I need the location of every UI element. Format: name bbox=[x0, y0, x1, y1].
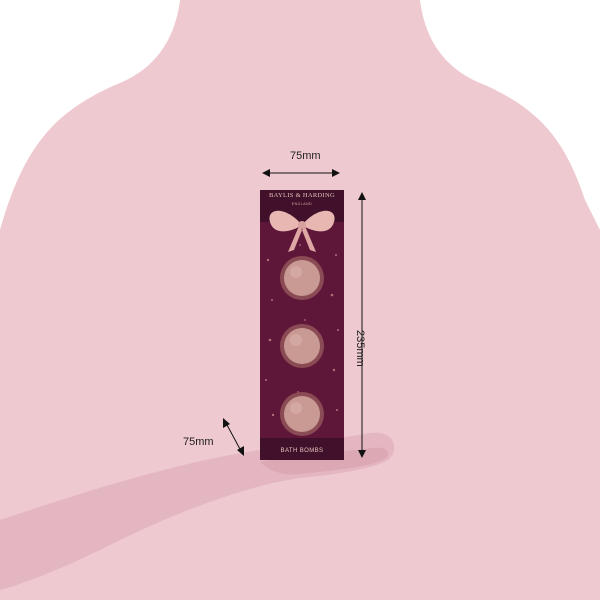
bath-bomb-2 bbox=[280, 324, 324, 368]
bath-bomb-1 bbox=[280, 256, 324, 300]
bath-bomb-3 bbox=[280, 392, 324, 436]
width-dimension-arrow bbox=[262, 169, 340, 177]
ribbon-bow bbox=[269, 210, 335, 252]
width-label: 75mm bbox=[290, 150, 321, 162]
product-name: BATH BOMBS bbox=[280, 448, 324, 454]
brand-name: BAYLIS & HARDING bbox=[269, 192, 335, 199]
depth-dimension-arrow bbox=[223, 418, 244, 456]
height-label: 235mm bbox=[354, 330, 366, 367]
brand-subtitle: ENGLAND bbox=[291, 202, 313, 206]
depth-label: 75mm bbox=[183, 436, 214, 448]
hand-fingers bbox=[260, 447, 389, 475]
height-dimension-arrow bbox=[358, 192, 366, 458]
